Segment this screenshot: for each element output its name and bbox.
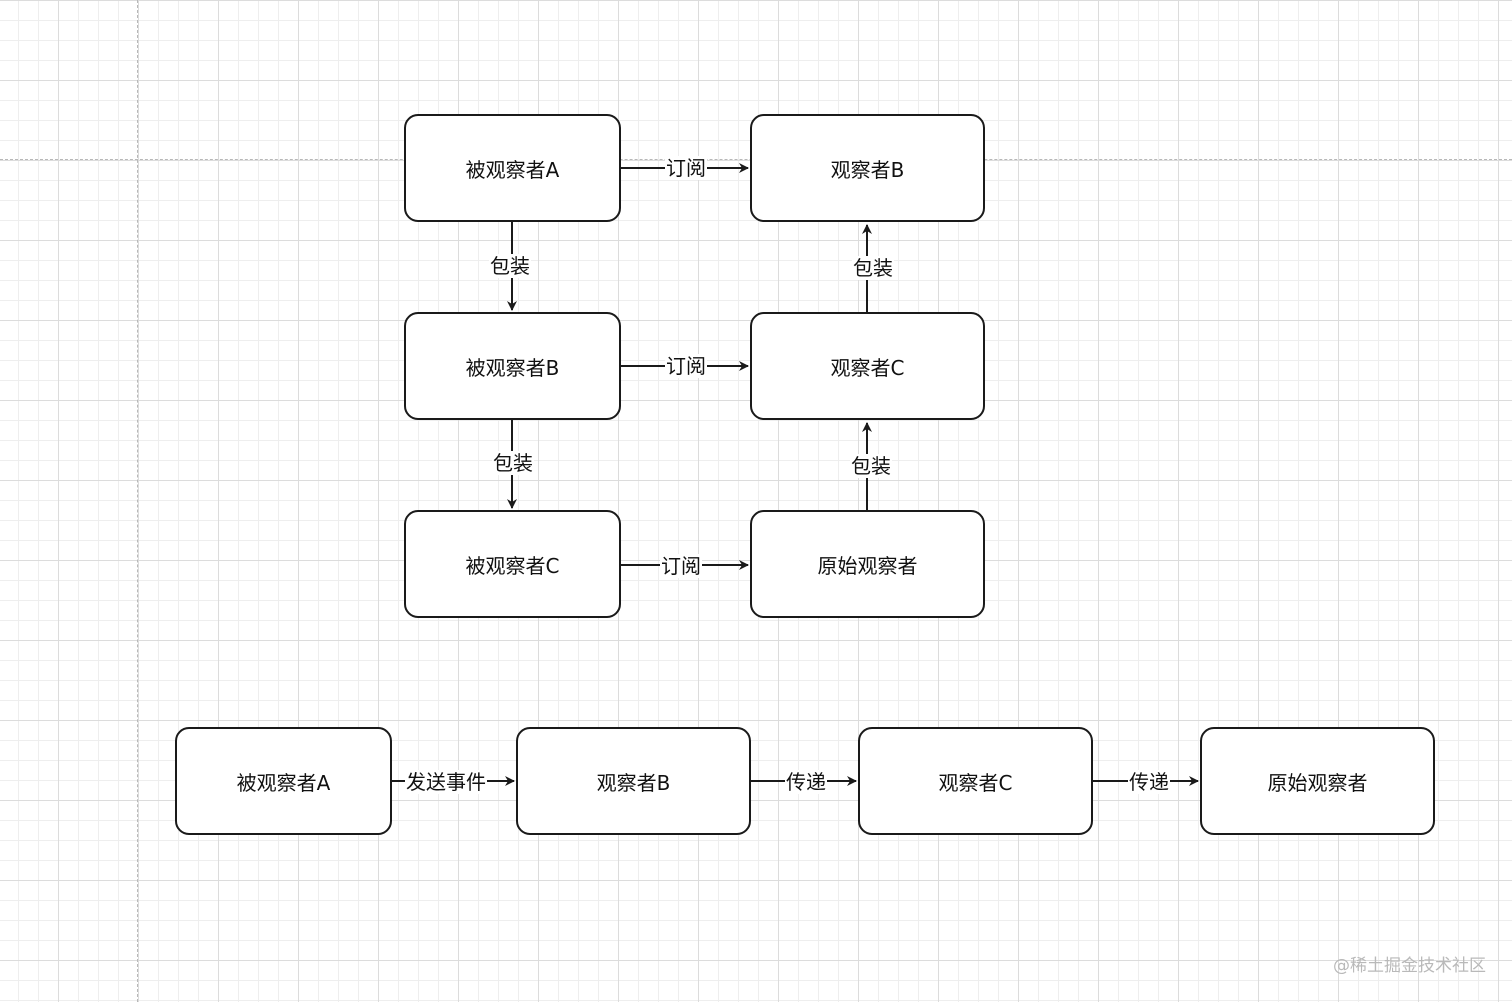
node-observable-c: 被观察者C [404,510,621,618]
node-observer-c: 观察者C [750,312,985,420]
label-send-event: 发送事件 [405,770,487,794]
page-guide-vertical [137,0,138,1002]
flow-node-original-observer: 原始观察者 [1200,727,1435,835]
label-pass-2: 传递 [1128,770,1170,794]
label-subscribe-a: 订阅 [665,156,707,180]
node-original-observer: 原始观察者 [750,510,985,618]
flow-node-observable-a: 被观察者A [175,727,392,835]
label-wrap-orig-c: 包装 [850,454,892,478]
label-subscribe-c: 订阅 [660,554,702,578]
label-wrap-a-b: 包装 [489,254,531,278]
label-subscribe-b: 订阅 [665,354,707,378]
node-observable-b: 被观察者B [404,312,621,420]
node-observer-b: 观察者B [750,114,985,222]
label-wrap-c-b: 包装 [852,256,894,280]
watermark: @稀土掘金技术社区 [1333,956,1486,976]
flow-node-observer-b: 观察者B [516,727,751,835]
node-observable-a: 被观察者A [404,114,621,222]
flow-node-observer-c: 观察者C [858,727,1093,835]
label-pass-1: 传递 [785,770,827,794]
label-wrap-b-c: 包装 [492,451,534,475]
